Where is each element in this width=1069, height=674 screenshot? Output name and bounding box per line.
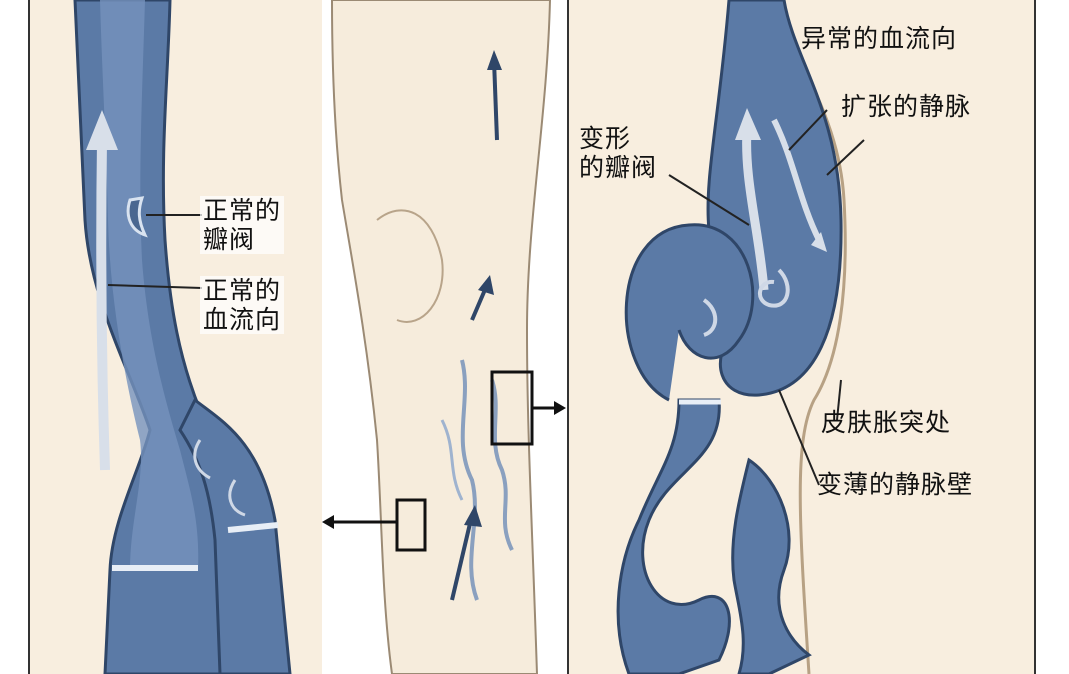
- leg-flow-arrow-1: [492, 59, 499, 141]
- skin-bulge-label: 皮肤胀突处: [821, 408, 952, 437]
- varicose-vein-panel: 异常的血流向 扩张的静脉 变形 的瓣阀 皮肤胀突处 变薄的静脉壁: [567, 0, 1036, 674]
- abnormal-flow-label: 异常的血流向: [801, 24, 958, 53]
- normal-valve-label: 正常的 瓣阀: [200, 196, 285, 254]
- dilated-vein-label: 扩张的静脉: [841, 92, 972, 121]
- varicose-vein-illustration: [616, 0, 865, 674]
- leg-panel: [322, 0, 566, 674]
- deformed-valve: [758, 268, 790, 308]
- normal-vein-illustration: [73, 0, 292, 674]
- detail-box-lower: [395, 498, 427, 552]
- leg-illustration: [322, 0, 566, 674]
- normal-valve: [126, 196, 148, 238]
- abnormal-flow-arrow: [742, 129, 769, 291]
- leg-skin: [330, 0, 552, 674]
- normal-flow-label: 正常的 血流向: [200, 276, 285, 334]
- vein-loop: [624, 223, 755, 402]
- tortuous-vein: [616, 398, 731, 674]
- valve-band-2: [227, 522, 279, 533]
- normal-vein-panel: 正常的 瓣阀 正常的 血流向: [28, 0, 324, 674]
- thin-wall-label: 变薄的静脉壁: [817, 470, 974, 499]
- surface-veins: [460, 359, 479, 601]
- deformed-valve-label: 变形 的瓣阀: [579, 124, 658, 182]
- normal-flow-arrow: [96, 139, 110, 471]
- leg-flow-arrow-3: [450, 514, 474, 601]
